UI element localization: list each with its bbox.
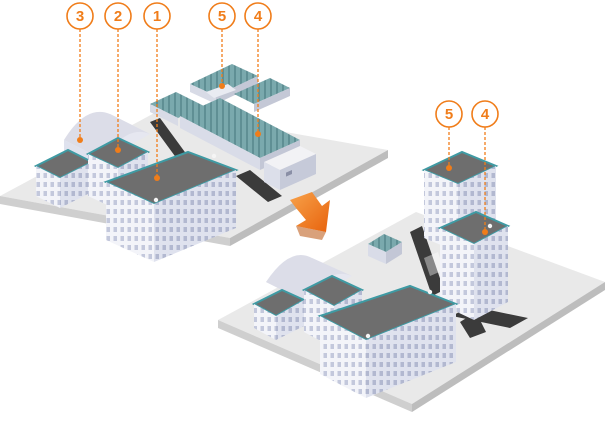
after-scene (218, 150, 605, 412)
before-marker-3: 3 (66, 2, 94, 143)
after-roads (410, 226, 528, 338)
marker-circle (435, 100, 463, 128)
before-marker-1: 1 (143, 2, 171, 181)
marker-anchor-dot (446, 165, 452, 171)
before-marker-2: 2 (104, 2, 132, 153)
marker-label: 2 (114, 8, 122, 25)
small-house (368, 234, 402, 264)
shed-group-4 (180, 98, 316, 190)
before-scene (0, 64, 388, 262)
marker-anchor-dot (219, 83, 225, 89)
marker-circle (208, 2, 236, 30)
building-left-wing (33, 148, 95, 208)
marker-anchor-dot (482, 229, 488, 235)
tower-4 (437, 210, 511, 320)
markers-layer: 3 2 1 5 4 5 4 (66, 2, 499, 235)
after-hall (266, 255, 352, 302)
marker-circle (471, 100, 499, 128)
marker-anchor-dot (154, 175, 160, 181)
building-1-main (103, 150, 239, 262)
marker-label: 1 (153, 8, 161, 25)
after-left-wing (251, 288, 307, 340)
before-marker-5: 5 (208, 2, 236, 89)
marker-label: 5 (218, 8, 226, 25)
marker-anchor-dot (255, 131, 261, 137)
before-marker-4: 4 (244, 2, 272, 137)
marker-anchor-dot (115, 147, 121, 153)
after-marker-5: 5 (435, 100, 463, 171)
marker-label: 4 (254, 8, 263, 25)
marker-circle (66, 2, 94, 30)
marker-label: 5 (445, 106, 453, 123)
transition-arrow-icon (290, 192, 330, 240)
marker-circle (104, 2, 132, 30)
marker-label: 3 (76, 8, 84, 25)
marker-circle (143, 2, 171, 30)
after-building-1 (317, 284, 459, 398)
marker-label: 4 (481, 106, 490, 123)
marker-circle (244, 2, 272, 30)
marker-anchor-dot (77, 137, 83, 143)
after-marker-4: 4 (471, 100, 499, 235)
